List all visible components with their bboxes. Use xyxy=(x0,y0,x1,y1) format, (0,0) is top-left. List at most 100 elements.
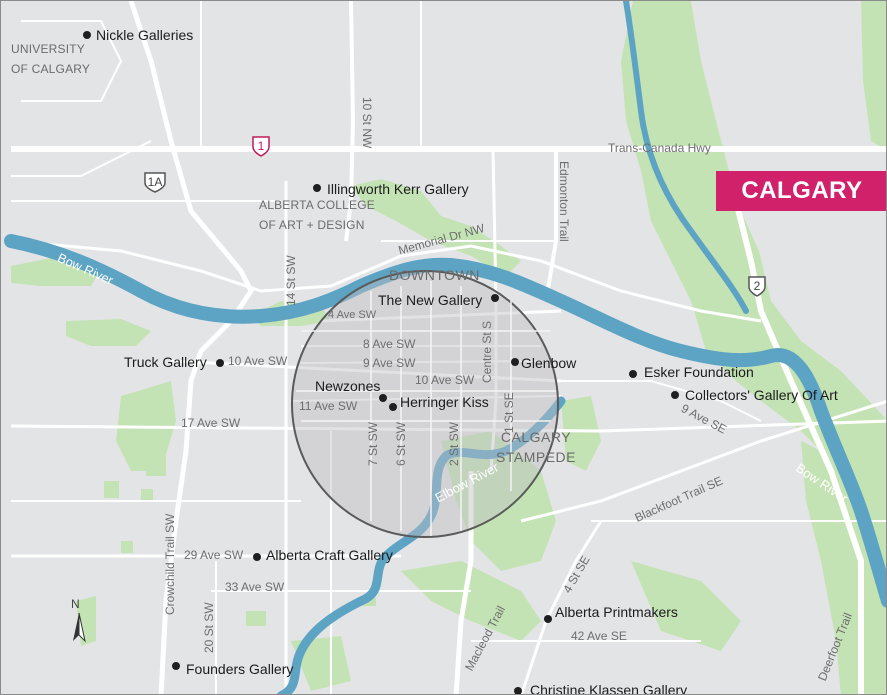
highway-shield-2-label: 2 xyxy=(753,279,761,293)
downtown-grid xyxy=(296,281,556,536)
park-south-east xyxy=(631,561,741,651)
street-1st-se: 1 St SE xyxy=(502,392,516,433)
street-33ave-sw: 33 Ave SW xyxy=(225,580,285,594)
street-29ave-sw: 29 Ave SW xyxy=(184,548,244,562)
gallery-nickle[interactable]: Nickle Galleries xyxy=(96,27,194,43)
stampede-label-line2: STAMPEDE xyxy=(496,449,576,465)
street-2st-sw: 2 St SW xyxy=(447,421,461,466)
gallery-collectors[interactable]: Collectors' Gallery Of Art xyxy=(685,387,838,403)
shield-icon xyxy=(748,276,766,297)
shield-icon xyxy=(252,136,270,157)
street-14st-sw: 14 St SW xyxy=(284,255,298,306)
highway-shield-1a: 1A xyxy=(143,171,167,193)
shield-icon xyxy=(144,172,166,193)
gallery-herringer[interactable]: Herringer Kiss xyxy=(400,394,489,410)
gallery-marker[interactable] xyxy=(544,615,552,623)
park-west-5 xyxy=(141,489,153,501)
street-10st-nw: 10 St NW xyxy=(360,97,374,149)
gallery-marker[interactable] xyxy=(379,394,387,402)
university-label: UNIVERSITY OF CALGARY xyxy=(11,39,90,79)
road-11ave xyxy=(290,395,562,402)
road-northwest-bend xyxy=(11,140,152,177)
street-trans-canada: Trans-Canada Hwy xyxy=(608,141,711,155)
street-10ave-sw: 10 Ave SW xyxy=(415,373,475,387)
road-edmonton xyxy=(544,149,558,302)
acad-label-line2: OF ART + DESIGN xyxy=(259,218,365,232)
park-inglewood xyxy=(561,396,601,471)
street-centre-st-s: Centre St S xyxy=(480,320,494,383)
university-label-line1: UNIVERSITY xyxy=(11,42,86,56)
park-acad xyxy=(351,179,521,276)
gallery-marker[interactable] xyxy=(671,391,679,399)
highway-shield-1a-label: 1A xyxy=(147,175,163,189)
gallery-marker[interactable] xyxy=(629,370,637,378)
gallery-new-gallery[interactable]: The New Gallery xyxy=(378,292,483,308)
street-6st-sw: 6 St SW xyxy=(394,421,408,466)
city-name-badge: CALGARY xyxy=(716,171,886,211)
road-9ave xyxy=(300,360,542,364)
street-edmonton-trail: Edmonton Trail xyxy=(557,161,571,242)
road-10st xyxy=(344,1,356,242)
stampede-label: CALGARY STAMPEDE xyxy=(496,427,576,467)
river-north-channel xyxy=(623,1,749,314)
park-ne-strip xyxy=(861,1,886,150)
gallery-printmakers[interactable]: Alberta Printmakers xyxy=(555,604,678,620)
road-macleod xyxy=(453,471,474,694)
road-blackfoot xyxy=(520,400,886,523)
gallery-marker[interactable] xyxy=(491,294,499,302)
gallery-marker[interactable] xyxy=(389,403,397,411)
park-west-4 xyxy=(121,541,133,553)
north-label: N xyxy=(71,597,80,611)
street-7st-sw: 7 St SW xyxy=(366,421,380,466)
gallery-marker[interactable] xyxy=(313,184,321,192)
street-42ave-se: 42 Ave SE xyxy=(571,629,627,643)
roads-layer xyxy=(10,1,886,694)
road-memorial xyxy=(10,239,762,323)
road-university-ring xyxy=(21,20,123,102)
gallery-marker[interactable] xyxy=(253,553,261,561)
street-crowchild-trail: Crowchild Trail SW xyxy=(163,513,177,615)
gallery-truck[interactable]: Truck Gallery xyxy=(124,354,207,370)
gallery-klassen[interactable]: Christine Klassen Gallery xyxy=(530,682,688,695)
street-9ave-sw: 9 Ave SW xyxy=(363,356,416,370)
university-label-line2: OF CALGARY xyxy=(11,62,91,76)
street-11ave-sw: 11 Ave SW xyxy=(299,399,358,413)
downtown-circle xyxy=(291,270,559,538)
road-9ave-se xyxy=(561,380,762,422)
park-west-3 xyxy=(104,481,119,498)
road-17ave xyxy=(10,419,886,433)
gallery-esker[interactable]: Esker Foundation xyxy=(644,364,754,380)
road-deerfoot xyxy=(733,200,864,694)
highway-shield-2: 2 xyxy=(747,275,767,297)
gallery-marker[interactable] xyxy=(172,662,180,670)
gallery-marker[interactable] xyxy=(83,31,91,39)
bow-river-path xyxy=(4,234,886,608)
park-south-mid xyxy=(246,611,266,626)
gallery-marker[interactable] xyxy=(514,687,522,694)
acad-label-line1: ALBERTA COLLEGE xyxy=(259,198,375,212)
road-4st-se xyxy=(520,520,603,694)
park-south-river xyxy=(401,561,541,641)
stampede-label-line1: CALGARY xyxy=(500,429,572,445)
downtown-label: DOWNTOWN xyxy=(389,267,480,283)
gallery-marker[interactable] xyxy=(216,359,224,367)
gallery-marker[interactable] xyxy=(511,358,519,366)
park-shaganappi xyxy=(66,319,151,346)
road-centre xyxy=(489,148,498,472)
gallery-founders[interactable]: Founders Gallery xyxy=(186,661,294,677)
street-4ave-sw: 4 Ave SW xyxy=(328,309,377,321)
park-west-2 xyxy=(146,456,166,476)
gallery-illingworth[interactable]: Illingworth Kerr Gallery xyxy=(327,181,469,197)
highway-shield-1-label: 1 xyxy=(257,139,265,153)
highway-shield-1: 1 xyxy=(251,135,271,157)
street-17ave-sw: 17 Ave SW xyxy=(181,416,241,430)
gallery-newzones[interactable]: Newzones xyxy=(315,378,381,394)
street-20st-sw: 20 St SW xyxy=(202,602,216,653)
street-10ave-sw-west: 10 Ave SW xyxy=(228,354,288,368)
gallery-glenbow[interactable]: Glenbow xyxy=(521,355,577,371)
gallery-craft[interactable]: Alberta Craft Gallery xyxy=(266,547,393,563)
acad-label: ALBERTA COLLEGE OF ART + DESIGN xyxy=(259,195,375,235)
road-10ave xyxy=(170,359,562,383)
